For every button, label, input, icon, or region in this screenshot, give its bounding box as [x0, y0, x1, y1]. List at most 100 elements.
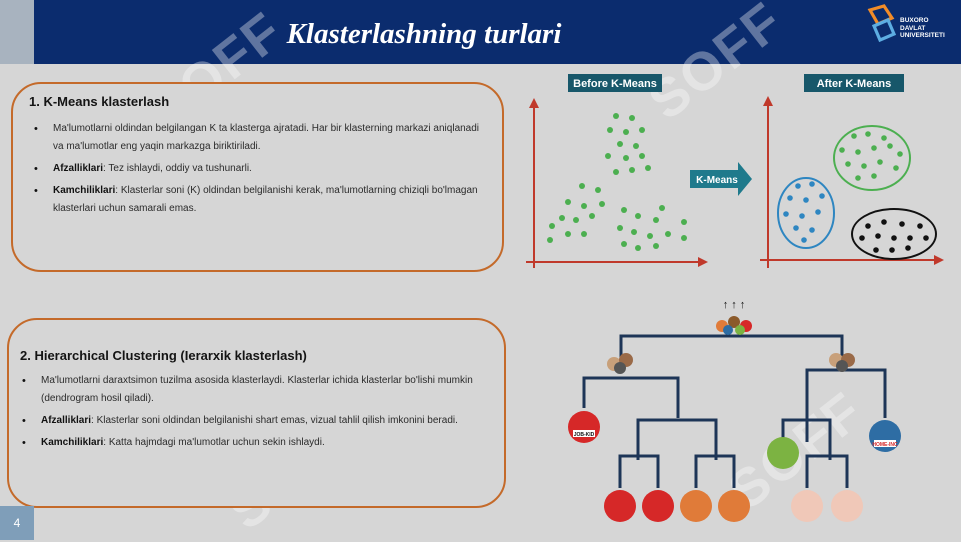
bullet-item: Afzalliklari: Klasterlar soni oldindan b…	[19, 412, 494, 430]
scatter-point	[607, 127, 613, 133]
hierarchical-bullets: Ma'lumotlarni daraxtsimon tuzilma asosid…	[19, 372, 494, 456]
arrow-right-icon	[690, 162, 752, 196]
scatter-point	[617, 225, 623, 231]
scatter-point	[907, 235, 913, 241]
kmeans-card: 1. K-Means klasterlash Ma'lumotlarni old…	[11, 82, 504, 272]
scatter-point	[633, 143, 639, 149]
university-logo-icon	[867, 4, 897, 43]
bullet-label: Kamchiliklari	[41, 437, 104, 448]
scatter-point	[589, 213, 595, 219]
scatter-point	[905, 245, 911, 251]
black-cluster-points	[859, 219, 929, 253]
scatter-point	[809, 227, 815, 233]
scatter-point	[613, 169, 619, 175]
after-plot: After K-Means	[760, 74, 944, 268]
logo-text: BUXORO DAVLAT UNIVERSITETI	[900, 17, 945, 40]
leaf-job: JOB-KID	[568, 411, 600, 443]
scatter-point	[917, 223, 923, 229]
scatter-point	[621, 207, 627, 213]
group-left	[607, 353, 633, 374]
bullet-item: Ma'lumotlarni daraxtsimon tuzilma asosid…	[19, 372, 494, 408]
bullet-text: : Klasterlar soni (K) oldindan belgilani…	[53, 185, 478, 214]
scatter-point	[859, 235, 865, 241]
x-axis-arrow-icon	[698, 257, 708, 267]
scatter-point	[653, 243, 659, 249]
before-badge	[568, 74, 662, 92]
scatter-point	[613, 113, 619, 119]
scatter-point	[665, 231, 671, 237]
logo-line: BUXORO	[900, 17, 929, 24]
blue-cluster-outline	[777, 177, 835, 249]
scatter-point	[855, 175, 861, 181]
scatter-point	[629, 167, 635, 173]
leaf-badge: HOME-INC	[872, 442, 898, 448]
person-icon	[831, 490, 863, 522]
scatter-point	[881, 135, 887, 141]
header-accent	[0, 0, 34, 64]
scatter-point	[799, 213, 805, 219]
scatter-point	[801, 237, 807, 243]
green-cluster-outline	[833, 125, 911, 191]
logo-line: UNIVERSITETI	[900, 32, 945, 39]
person-icon	[735, 325, 745, 335]
scatter-point	[549, 223, 555, 229]
scatter-point	[839, 147, 845, 153]
scatter-point	[605, 153, 611, 159]
scatter-point	[851, 133, 857, 139]
logo-line: DAVLAT	[900, 24, 926, 32]
scatter-point	[635, 245, 641, 251]
scatter-point	[783, 211, 789, 217]
blue-cluster-points	[783, 181, 825, 243]
scatter-point	[631, 229, 637, 235]
leaf-badge: JOB-KID	[574, 432, 595, 438]
person-icon	[642, 490, 674, 522]
scatter-point	[871, 173, 877, 179]
person-icon	[680, 490, 712, 522]
kmeans-arrow: K-Means	[690, 162, 752, 196]
scatter-point	[865, 223, 871, 229]
black-cluster-outline	[851, 208, 937, 260]
bullet-item: Kamchiliklari: Katta hajmdagi ma'lumotla…	[19, 434, 494, 452]
scatter-point	[889, 247, 895, 253]
dendrogram-figure: ↑ ↑ ↑ JOB-KID HOME-INC	[568, 299, 901, 522]
page-number: 4	[0, 506, 34, 540]
kmeans-figure: Before K-Means K-Means After K-Means	[526, 74, 944, 268]
bullet-item: Kamchiliklari: Klasterlar soni (K) oldin…	[31, 182, 491, 218]
scatter-point	[899, 221, 905, 227]
bullet-text: : Katta hajmdagi ma'lumotlar uchun sekin…	[103, 437, 325, 448]
person-icon	[836, 360, 848, 372]
scatter-point	[875, 233, 881, 239]
green-cluster-points	[839, 131, 903, 181]
bullet-text: : Tez ishlaydi, oddiy va tushunarli.	[103, 163, 252, 174]
scatter-point	[623, 129, 629, 135]
scatter-point	[893, 165, 899, 171]
before-points	[547, 113, 687, 251]
kmeans-bullets: Ma'lumotlarni oldindan belgilangan K ta …	[31, 120, 491, 222]
scatter-point	[861, 163, 867, 169]
badge-box	[874, 440, 896, 447]
scatter-point	[795, 183, 801, 189]
arrow-label: K-Means	[696, 175, 738, 186]
hierarchical-card: 2. Hierarchical Clustering (Ierarxik kla…	[7, 318, 506, 508]
scatter-point	[599, 201, 605, 207]
person-icon	[718, 490, 750, 522]
bullet-text: Ma'lumotlarni daraxtsimon tuzilma asosid…	[41, 375, 473, 404]
scatter-point	[639, 153, 645, 159]
scatter-point	[809, 181, 815, 187]
slide-header: Klasterlashning turlari BUXORO DAVLAT UN…	[0, 0, 961, 64]
before-plot: Before K-Means	[526, 74, 708, 268]
person-icon	[614, 362, 626, 374]
before-label: Before K-Means	[573, 78, 657, 90]
scatter-point	[845, 161, 851, 167]
scatter-point	[855, 149, 861, 155]
scatter-point	[793, 225, 799, 231]
scatter-point	[923, 235, 929, 241]
scatter-point	[581, 231, 587, 237]
scatter-point	[547, 237, 553, 243]
scatter-point	[659, 205, 665, 211]
scatter-point	[617, 141, 623, 147]
scatter-point	[565, 199, 571, 205]
scatter-point	[873, 247, 879, 253]
scatter-point	[891, 235, 897, 241]
y-axis-arrow-icon	[529, 98, 539, 108]
